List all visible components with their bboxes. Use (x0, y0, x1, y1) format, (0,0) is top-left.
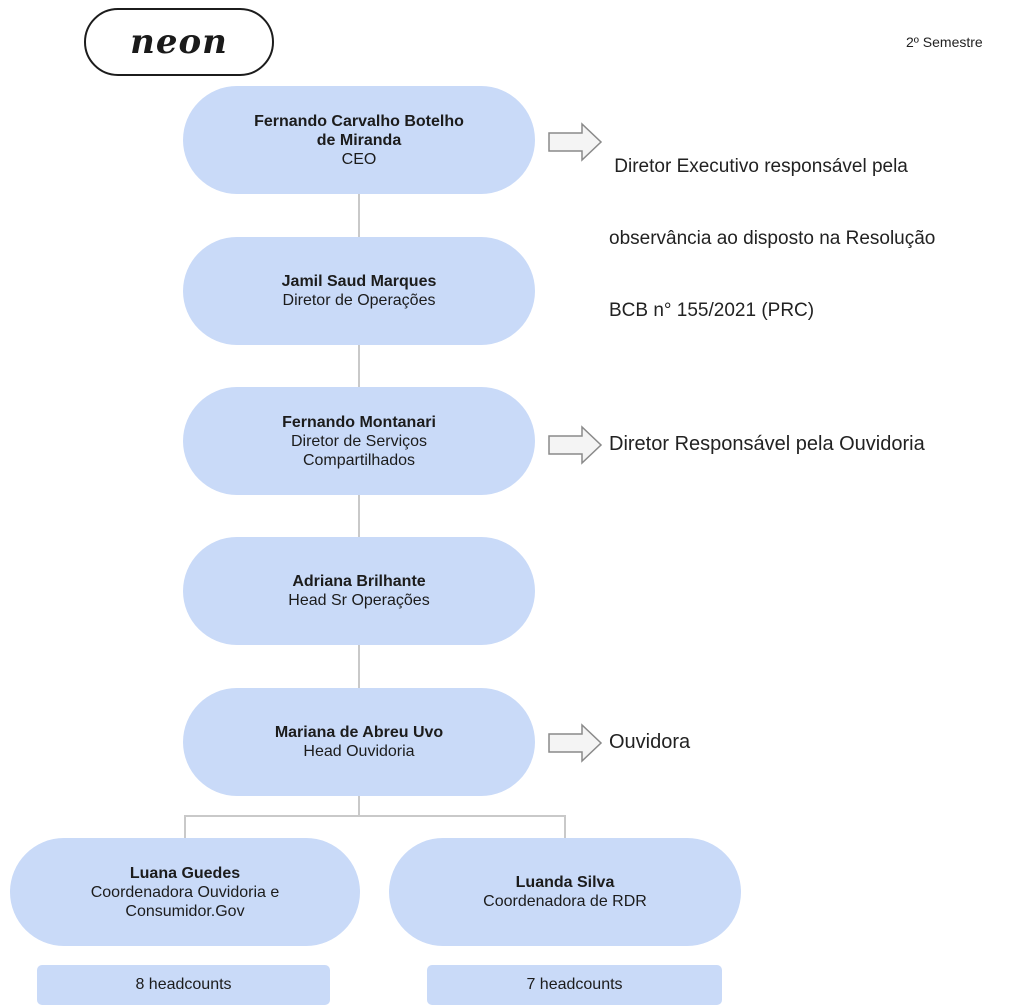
node-director-operations: Jamil Saud Marques Diretor de Operações (183, 237, 535, 345)
node-name: Fernando Montanari (282, 413, 436, 431)
node-name: Luanda Silva (515, 874, 615, 891)
node-name: Luana Guedes (129, 864, 241, 882)
node-name: Adriana Brilhante (292, 573, 426, 590)
node-name: Jamil Saud Marques (281, 273, 437, 290)
note-prc-responsible: Diretor Executivo responsável pela obser… (609, 107, 935, 347)
node-role: Coordenadora Ouvidoria e (90, 883, 280, 901)
note-line: Diretor Executivo responsável pela (609, 156, 908, 177)
node-role-cont: Consumidor.Gov (125, 902, 245, 920)
headcount-label: 7 headcounts (526, 976, 623, 993)
node-head-sr-operations: Adriana Brilhante Head Sr Operações (183, 537, 535, 645)
node-director-shared-services: Fernando Montanari Diretor de Serviços C… (183, 387, 535, 495)
node-role: Diretor de Serviços (290, 432, 428, 450)
arrow-right-icon (548, 723, 603, 763)
node-ceo: Fernando Carvalho Botelho de Miranda CEO (183, 86, 535, 194)
node-coordinator-ouvidoria: Luana Guedes Coordenadora Ouvidoria e Co… (10, 838, 360, 946)
note-ouvidoria-director: Diretor Responsável pela Ouvidoria (609, 432, 925, 456)
logo-text: neon (130, 22, 228, 62)
note-line: Ouvidora (609, 731, 691, 753)
arrow-right-icon (548, 425, 603, 465)
node-role: CEO (341, 150, 377, 168)
note-line: BCB n° 155/2021 (PRC) (609, 300, 815, 321)
headcount-box-ouvidoria: 8 headcounts (37, 965, 330, 1005)
node-role: Head Sr Operações (288, 592, 430, 609)
node-head-ouvidoria: Mariana de Abreu Uvo Head Ouvidoria (183, 688, 535, 796)
node-role: Head Ouvidoria (303, 743, 415, 760)
arrow-right-icon (548, 122, 603, 162)
headcount-box-rdr: 7 headcounts (427, 965, 722, 1005)
connector-branch-split (184, 815, 566, 838)
note-line: observância ao disposto na Resolução (609, 228, 936, 249)
note-ouvidora: Ouvidora (609, 730, 690, 754)
node-role-cont: Compartilhados (302, 451, 416, 469)
node-role: Diretor de Operações (282, 292, 436, 309)
node-name: Mariana de Abreu Uvo (274, 724, 444, 741)
node-coordinator-rdr: Luanda Silva Coordenadora de RDR (389, 838, 741, 946)
node-name: Fernando Carvalho Botelho (254, 112, 464, 130)
headcount-label: 8 headcounts (135, 976, 232, 993)
note-line: Diretor Responsável pela Ouvidoria (609, 433, 925, 455)
node-role: Coordenadora de RDR (483, 893, 647, 910)
node-name-cont: de Miranda (316, 131, 402, 149)
period-label: 2º Semestre (906, 34, 983, 50)
neon-logo: neon (84, 8, 274, 76)
